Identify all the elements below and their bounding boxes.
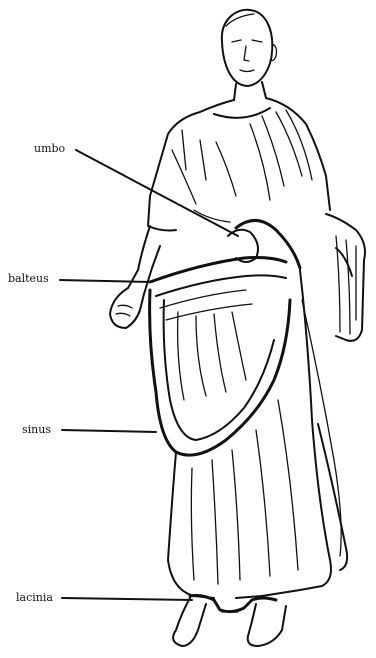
lacinia-leader-line — [62, 598, 192, 600]
sinus-label: sinus — [22, 423, 51, 436]
toga-shoulder-drape — [228, 98, 330, 268]
toga-lower-skirt — [168, 270, 347, 598]
arm — [110, 226, 160, 328]
balteus-leader-line — [60, 280, 152, 282]
toga-sinus-fold — [150, 290, 290, 455]
sinus-leader-line — [62, 430, 156, 432]
head — [222, 10, 277, 86]
balteus-label: balteus — [8, 272, 49, 285]
labels: umbo balteus sinus lacinia — [8, 142, 66, 604]
toga-hanging-end — [326, 214, 365, 341]
toga-balteus-sash — [150, 258, 286, 321]
lacinia-label: lacinia — [16, 591, 53, 604]
umbo-leader-line — [76, 150, 238, 236]
feet — [173, 596, 286, 647]
umbo-label: umbo — [34, 142, 66, 155]
toga-figure-illustration — [110, 10, 365, 646]
tunic — [148, 100, 270, 231]
